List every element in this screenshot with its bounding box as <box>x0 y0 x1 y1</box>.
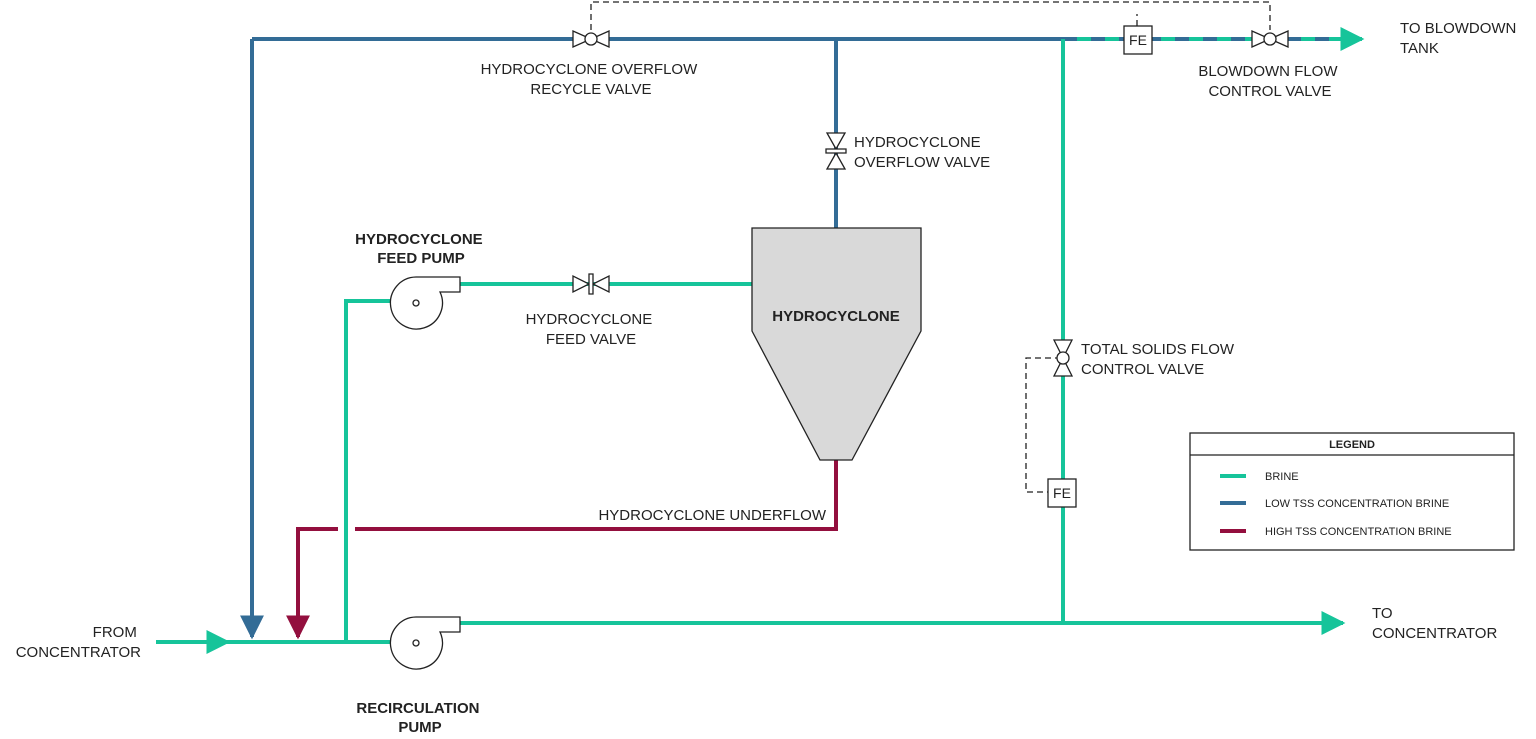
blowdown-valve-actuator <box>1263 32 1277 46</box>
total-solids-valve-actuator <box>1056 351 1070 365</box>
fe-top-box <box>1123 25 1153 55</box>
recirculation-pump-casing <box>389 616 461 670</box>
total-solids-flow-control-valve <box>1052 339 1074 377</box>
overflow-recycle-valve-line2: RECYCLE VALVE <box>530 81 651 98</box>
feed-pump-label: HYDROCYCLONE FEED PUMP <box>355 231 487 267</box>
signal-line-blowdown <box>590 1 1271 30</box>
high-tss-lines <box>286 460 838 640</box>
overflow-valve-line2: OVERFLOW VALVE <box>854 154 990 171</box>
legend-label-low-tss: LOW TSS CONCENTRATION BRINE <box>1265 498 1449 510</box>
hydrocyclone-vessel <box>751 227 922 461</box>
feed-pump-line2: FEED PUMP <box>377 250 465 267</box>
hydrocyclone-overflow-valve <box>825 132 847 170</box>
total-solids-valve-label: TOTAL SOLIDS FLOW CONTROL VALVE <box>1081 341 1238 378</box>
overflow-recycle-valve-label: HYDROCYCLONE OVERFLOW RECYCLE VALVE <box>481 61 702 98</box>
legend-title: LEGEND <box>1329 439 1375 451</box>
feed-pump-casing <box>389 276 461 330</box>
recirculation-pump <box>389 616 461 670</box>
overflow-valve-body <box>825 132 847 170</box>
to-concentrator-line1: TO <box>1372 605 1393 622</box>
hydrocyclone-label: HYDROCYCLONE <box>772 308 900 325</box>
underflow-label: HYDROCYCLONE UNDERFLOW <box>598 507 826 524</box>
pipe-feed-riser <box>344 299 390 642</box>
blowdown-flow-control-valve <box>1251 29 1289 49</box>
flow-element-total-solids: FE <box>1047 478 1077 508</box>
overflow-valve-label: HYDROCYCLONE OVERFLOW VALVE <box>854 134 990 171</box>
recirculation-pump-line2: PUMP <box>398 719 441 736</box>
fe-bottom-label: FE <box>1053 485 1071 501</box>
overflow-valve-line1: HYDROCYCLONE <box>854 134 981 151</box>
from-concentrator-line1: FROM <box>93 624 137 641</box>
low-tss-lines <box>240 37 1362 640</box>
to-blowdown-tank-line2: TANK <box>1400 40 1439 57</box>
hydrocyclone-feed-valve <box>572 273 610 295</box>
total-solids-valve-line1: TOTAL SOLIDS FLOW <box>1081 341 1235 358</box>
overflow-recycle-valve-actuator <box>584 32 598 46</box>
recirculation-pump-eye <box>412 639 420 647</box>
feed-valve-label: HYDROCYCLONE FEED VALVE <box>526 311 657 348</box>
overflow-recycle-valve <box>572 29 610 49</box>
pipe-underflow <box>355 460 838 531</box>
recirculation-pump-label: RECIRCULATION PUMP <box>356 700 483 736</box>
feed-pump-eye <box>412 299 420 307</box>
from-concentrator-label: FROM CONCENTRATOR <box>16 624 141 661</box>
blowdown-flow-control-valve-label: BLOWDOWN FLOW CONTROL VALVE <box>1198 63 1341 100</box>
feed-valve-line1: HYDROCYCLONE <box>526 311 653 328</box>
recirculation-pump-line1: RECIRCULATION <box>356 700 479 717</box>
legend: LEGEND BRINE LOW TSS CONCENTRATION BRINE… <box>1189 432 1515 551</box>
to-blowdown-tank-line1: TO BLOWDOWN <box>1400 20 1516 37</box>
signal-line-total-solids <box>1025 357 1061 493</box>
flow-element-blowdown: FE <box>1123 25 1153 55</box>
total-solids-valve-line2: CONTROL VALVE <box>1081 361 1204 378</box>
fe-top-label: FE <box>1129 32 1147 48</box>
to-blowdown-tank-label: TO BLOWDOWN TANK <box>1400 20 1521 57</box>
blowdown-valve-line2: CONTROL VALVE <box>1208 83 1331 100</box>
hydrocyclone-feed-pump <box>389 276 461 330</box>
from-concentrator-line2: CONCENTRATOR <box>16 644 141 661</box>
pipe-underflow-return <box>286 527 338 640</box>
overflow-valve-stem <box>825 148 847 154</box>
control-signal-lines <box>590 1 1271 493</box>
feed-pump-line1: HYDROCYCLONE <box>355 231 483 248</box>
fe-bottom-box <box>1047 478 1077 508</box>
to-concentrator-label: TO CONCENTRATOR <box>1372 605 1497 642</box>
blowdown-valve-line1: BLOWDOWN FLOW <box>1198 63 1338 80</box>
overflow-recycle-valve-line1: HYDROCYCLONE OVERFLOW <box>481 61 699 78</box>
legend-label-brine: BRINE <box>1265 471 1299 483</box>
legend-label-high-tss: HIGH TSS CONCENTRATION BRINE <box>1265 526 1452 538</box>
feed-valve-line2: FEED VALVE <box>546 331 636 348</box>
feed-valve-stem <box>588 273 594 295</box>
feed-valve-body <box>572 274 610 294</box>
to-concentrator-line2: CONCENTRATOR <box>1372 625 1497 642</box>
